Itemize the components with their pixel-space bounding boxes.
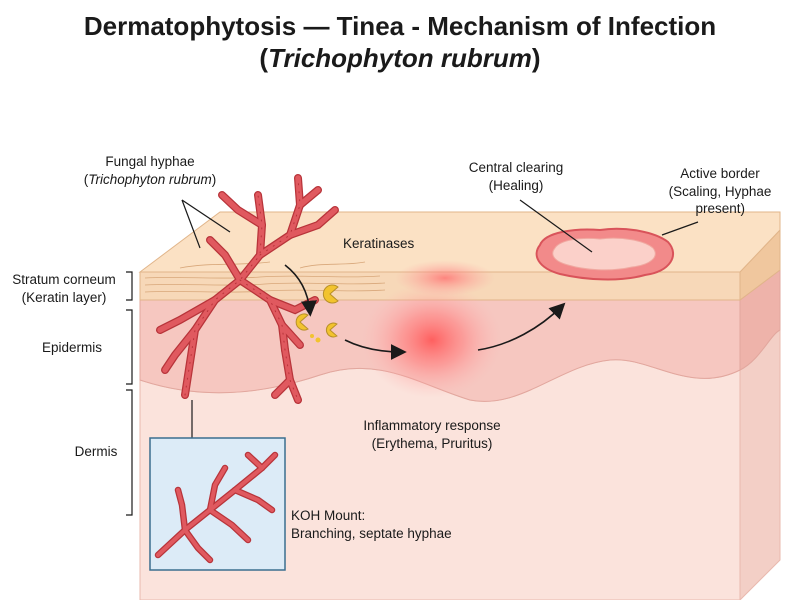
arrow-to-inflammation xyxy=(344,339,407,360)
title-organism: Trichophyton rubrum xyxy=(268,43,532,73)
label-stratum-corneum-sub: (Keratin layer) xyxy=(22,290,107,305)
fungal-hyphae-network xyxy=(156,174,339,404)
inflammation-glow-deep xyxy=(362,282,502,398)
epidermis-side-face xyxy=(739,269,781,371)
keratin-fragment xyxy=(310,334,314,338)
label-koh-mount-sub: Branching, septate hyphae xyxy=(291,526,452,541)
keratinase-enzyme xyxy=(322,284,339,304)
label-inflammatory-response-sub: (Erythema, Pruritus) xyxy=(372,436,493,451)
label-epidermis: Epidermis xyxy=(42,340,102,355)
inflammation-glow-top xyxy=(395,260,495,296)
label-fungal-hyphae: Fungal hyphae xyxy=(105,154,194,169)
keratin-layers xyxy=(144,261,386,293)
layer-brackets xyxy=(126,271,133,516)
title-line-2: (Trichophyton rubrum) xyxy=(259,43,541,73)
title-line-1: Dermatophytosis — Tinea - Mechanism of I… xyxy=(83,11,717,41)
label-inflammatory-response: Inflammatory response xyxy=(363,418,500,433)
label-dermis: Dermis xyxy=(75,444,118,459)
label-active-border: Active border xyxy=(680,166,760,181)
keratinase-enzymes xyxy=(295,284,339,343)
dermis-side-face xyxy=(739,329,781,600)
label-central-clearing: Central clearing xyxy=(469,160,564,175)
progression-arrows xyxy=(284,264,566,360)
arrow-hyphae-to-keratinase xyxy=(284,264,317,317)
diagram-title: Dermatophytosis — Tinea - Mechanism of I… xyxy=(0,10,800,74)
arrow-to-active-border xyxy=(477,302,566,351)
label-keratinases: Keratinases xyxy=(343,236,415,251)
label-central-clearing-sub: (Healing) xyxy=(489,178,544,193)
label-fungal-hyphae-organism: (Trichophyton rubrum) xyxy=(84,172,217,187)
leader-lines xyxy=(181,199,699,438)
koh-hyphae xyxy=(154,451,279,564)
label-active-border-sub2: present) xyxy=(695,201,745,216)
label-active-border-sub1: (Scaling, Hyphae xyxy=(669,184,772,199)
label-koh-mount: KOH Mount: xyxy=(291,508,365,523)
label-stratum-corneum: Stratum corneum xyxy=(12,272,116,287)
keratin-fragment xyxy=(315,337,321,343)
central-clearing-area xyxy=(552,237,656,271)
keratinase-enzyme xyxy=(325,322,338,338)
